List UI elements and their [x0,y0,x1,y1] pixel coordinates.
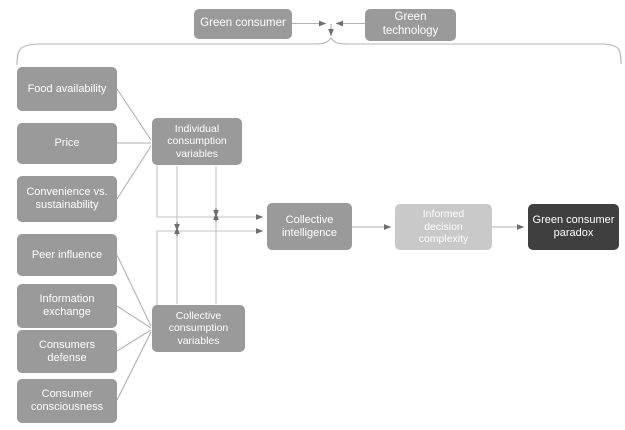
node-green_consumer[interactable]: Green consumer [194,9,292,39]
node-convenience[interactable]: Convenience vs. sustainability [17,176,117,222]
scope-curly-brace [16,37,622,66]
collective-inputs [116,254,152,401]
node-collective_intel[interactable]: Collective intelligence [267,203,352,250]
variables-cross-links [174,166,219,304]
node-informed_decision[interactable]: Informed decision complexity [395,204,492,250]
node-info_exchange[interactable]: Information exchange [17,284,117,328]
individual-inputs [116,88,152,200]
node-consumers_defense[interactable]: Consumers defense [17,330,117,373]
node-paradox[interactable]: Green consumer paradox [528,204,619,250]
collective-vars-to-intelligence-connector [156,228,264,305]
individual-to-intelligence-connector [156,165,264,220]
node-price[interactable]: Price [17,123,117,164]
node-food_availability[interactable]: Food availability [17,67,117,111]
node-collective_vars[interactable]: Collective consumption variables [152,305,245,352]
node-consciousness[interactable]: Consumer consciousness [17,379,117,423]
consumer-technology-connector [292,20,365,37]
node-green_technology[interactable]: Green technology [365,9,456,41]
node-individual_vars[interactable]: Individual consumption variables [152,118,242,165]
node-peer_influence[interactable]: Peer influence [17,234,117,276]
